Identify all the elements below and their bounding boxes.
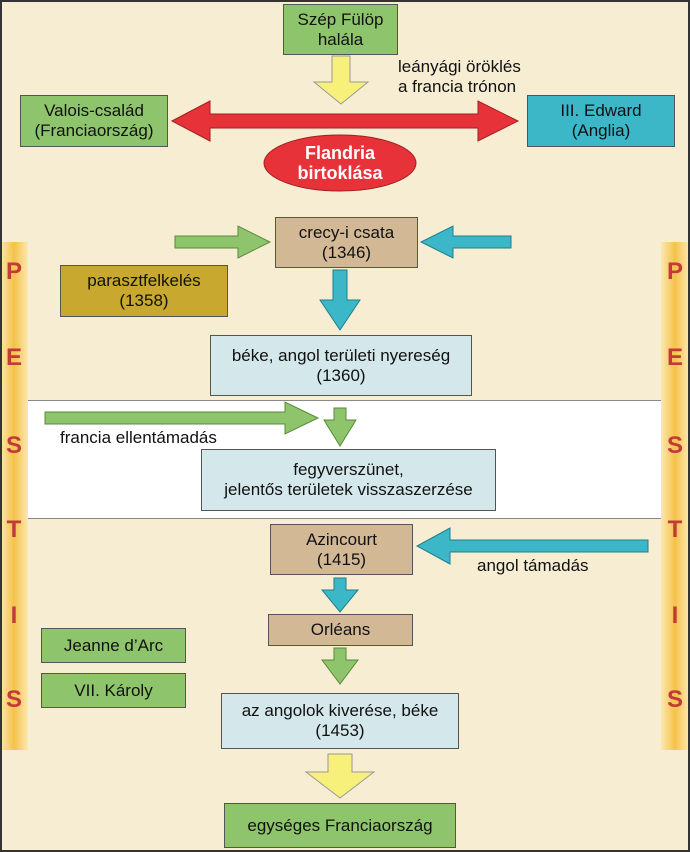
node-jeanne: Jeanne d’Arc bbox=[41, 628, 186, 663]
right-letter-i: I bbox=[671, 602, 679, 629]
node-peasant-revolt-line1: parasztfelkelés bbox=[87, 271, 201, 290]
label-inheritance-line2: a francia trónon bbox=[398, 77, 517, 96]
cyan-arrow-down-azincourt bbox=[320, 577, 360, 613]
node-azincourt: Azincourt (1415) bbox=[270, 524, 413, 575]
node-valois: Valois-család (Franciaország) bbox=[20, 95, 168, 147]
right-letter-p: P bbox=[666, 258, 683, 285]
node-philip-death-line1: Szép Fülöp bbox=[297, 9, 384, 29]
node-crecy-line2: (1346) bbox=[321, 242, 372, 262]
node-truce-line2: jelentős területek visszaszerzése bbox=[224, 480, 473, 499]
left-letter-e: E bbox=[5, 344, 22, 371]
node-edward-line1: III. Edward bbox=[560, 101, 642, 120]
node-crecy-line1: crecy-i csata bbox=[298, 222, 395, 242]
right-letter-e: E bbox=[666, 344, 683, 371]
label-english-attack: angol támadás bbox=[477, 556, 589, 575]
node-truce-line1: fegyverszünet, bbox=[293, 460, 404, 479]
node-charles-line1: VII. Károly bbox=[74, 680, 153, 700]
node-flanders: Flandria birtoklása bbox=[262, 138, 418, 188]
left-letter-s: S bbox=[5, 432, 22, 459]
label-counterattack: francia ellentámadás bbox=[60, 428, 217, 447]
flanders-ellipse bbox=[263, 134, 417, 192]
node-flanders-line1: Flandria bbox=[304, 143, 375, 163]
left-letter-t: T bbox=[6, 516, 22, 543]
node-unified-line1: egységes Franciaország bbox=[247, 815, 433, 835]
cyan-arrow-to-crecy bbox=[419, 225, 512, 259]
node-peasant-revolt-line2: (1358) bbox=[119, 291, 169, 310]
cyan-arrow-down-crecy bbox=[319, 269, 361, 331]
cyan-arrow-to-azincourt bbox=[415, 527, 649, 565]
node-expulsion: az angolok kiverése, béke (1453) bbox=[221, 693, 459, 749]
green-arrow-counterattack bbox=[44, 401, 320, 435]
green-arrow-down-orleans bbox=[321, 647, 359, 685]
node-expulsion-line2: (1453) bbox=[315, 721, 365, 740]
left-letter-s2: S bbox=[5, 686, 22, 713]
right-side-strip bbox=[661, 242, 689, 750]
node-azincourt-line1: Azincourt bbox=[306, 529, 377, 549]
node-edward: III. Edward (Anglia) bbox=[527, 95, 675, 147]
yellow-arrow-top bbox=[312, 55, 370, 105]
node-orleans-line1: Orléans bbox=[310, 620, 371, 639]
node-peace-1360: béke, angol területi nyereség (1360) bbox=[210, 335, 472, 396]
node-philip-death: Szép Fülöp halála bbox=[283, 4, 398, 55]
node-valois-line2: (Franciaország) bbox=[34, 121, 154, 140]
node-orleans: Orléans bbox=[268, 614, 413, 646]
green-arrow-to-crecy bbox=[174, 225, 272, 259]
yellow-arrow-bottom bbox=[304, 753, 376, 799]
node-unified: egységes Franciaország bbox=[224, 803, 456, 848]
node-peace-1360-line1: béke, angol területi nyereség bbox=[231, 345, 451, 365]
green-arrow-down-truce bbox=[323, 407, 357, 447]
node-peace-1360-line2: (1360) bbox=[316, 365, 366, 385]
right-letter-t: T bbox=[667, 516, 683, 543]
node-flanders-line2: birtoklása bbox=[297, 163, 383, 183]
label-inheritance: leányági öröklés a francia trónon bbox=[398, 57, 521, 97]
node-philip-death-line2: halála bbox=[317, 29, 364, 49]
node-charles: VII. Károly bbox=[41, 673, 186, 708]
node-jeanne-line1: Jeanne d’Arc bbox=[63, 635, 164, 655]
red-double-arrow bbox=[170, 100, 520, 142]
left-side-strip bbox=[0, 242, 28, 750]
left-letter-p: P bbox=[5, 258, 22, 285]
left-letter-i: I bbox=[10, 602, 18, 629]
right-letter-s: S bbox=[666, 432, 683, 459]
right-letter-s2: S bbox=[666, 686, 683, 713]
node-truce: fegyverszünet, jelentős területek vissza… bbox=[201, 449, 496, 511]
node-crecy: crecy-i csata (1346) bbox=[275, 217, 418, 268]
node-valois-line1: Valois-család bbox=[44, 101, 144, 120]
node-azincourt-line2: (1415) bbox=[316, 549, 367, 569]
node-peasant-revolt: parasztfelkelés (1358) bbox=[60, 265, 228, 317]
node-expulsion-line1: az angolok kiverése, béke bbox=[241, 701, 439, 720]
node-edward-line2: (Anglia) bbox=[571, 121, 631, 140]
label-inheritance-line1: leányági öröklés bbox=[398, 57, 521, 76]
